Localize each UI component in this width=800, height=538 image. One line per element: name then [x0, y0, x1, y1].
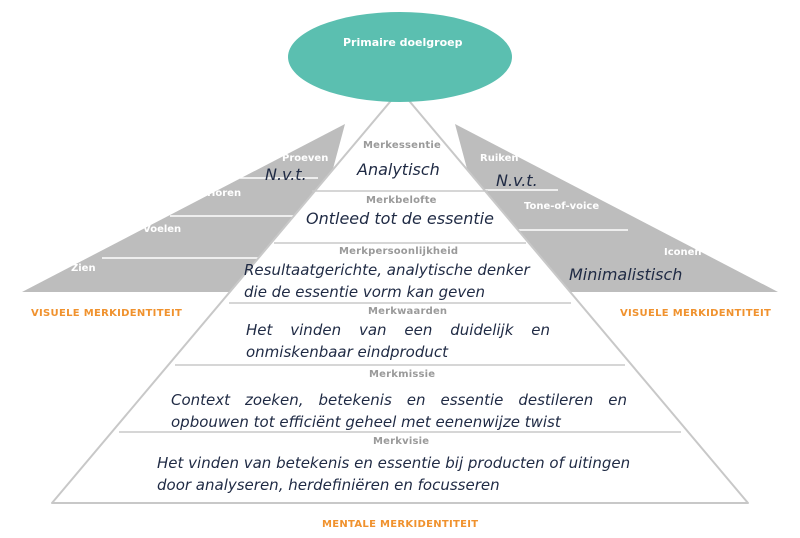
merkbelofte-text: Ontleed tot de essentie [306, 209, 494, 228]
wing-label-proeven: Proeven [282, 153, 329, 164]
pyramid-outline [51, 89, 749, 504]
merkmissie-heading: Merkmissie [369, 369, 436, 380]
visual-identity-caption-left: VISUELE MERKIDENTITEIT [31, 308, 183, 319]
merkwaarden-line1: Het vinden van een duidelijk en [246, 321, 550, 339]
primary-audience-ellipse [288, 12, 512, 102]
merkessentie-text: Analytisch [357, 160, 440, 179]
merkpersoonlijkheid-heading: Merkpersoonlijkheid [339, 246, 459, 257]
wing-label-iconen: Iconen [664, 247, 702, 258]
merkbelofte-heading: Merkbelofte [366, 195, 437, 206]
wing-label-voelen: Voelen [143, 224, 182, 235]
left-wing-value: N.v.t. [265, 165, 307, 184]
merkvisie-line2: door analyseren, herdefiniëren en focuss… [157, 476, 500, 494]
right-wing-value-ruiken: N.v.t. [496, 171, 538, 190]
merkessentie-heading: Merkessentie [363, 140, 442, 151]
merkwaarden-text: Het vinden van een duidelijk en onmisken… [246, 319, 550, 363]
mental-identity-caption: MENTALE MERKIDENTITEIT [322, 519, 479, 530]
merkpersoonlijkheid-text: Resultaatgerichte, analytische denker di… [244, 259, 544, 303]
merkmissie-line1: Context zoeken, betekenis en essentie de… [171, 391, 627, 409]
wing-label-horen: Horen [207, 188, 242, 199]
primary-audience-label: Primaire doelgroep [343, 36, 463, 49]
merkmissie-line2: opbouwen tot efficiënt geheel met eenenw… [171, 413, 561, 431]
merkmissie-text: Context zoeken, betekenis en essentie de… [171, 389, 627, 433]
merkvisie-heading: Merkvisie [373, 436, 430, 447]
right-wing-value-iconen: Minimalistisch [569, 265, 683, 284]
merkvisie-text: Het vinden van betekenis en essentie bij… [157, 452, 657, 496]
merkvisie-line1: Het vinden van betekenis en essentie bij… [157, 454, 631, 472]
merkpersoonlijkheid-line2: die de essentie vorm kan geven [244, 283, 485, 301]
visual-identity-caption-right: VISUELE MERKIDENTITEIT [620, 308, 772, 319]
merkwaarden-line2: onmiskenbaar eindproduct [246, 343, 448, 361]
merkpersoonlijkheid-line1: Resultaatgerichte, analytische denker [244, 261, 530, 279]
wing-label-zien: Zien [71, 263, 96, 274]
merkwaarden-heading: Merkwaarden [368, 306, 448, 317]
wing-label-ruiken: Ruiken [480, 153, 519, 164]
wing-label-tone-of-voice: Tone-of-voice [524, 201, 600, 212]
